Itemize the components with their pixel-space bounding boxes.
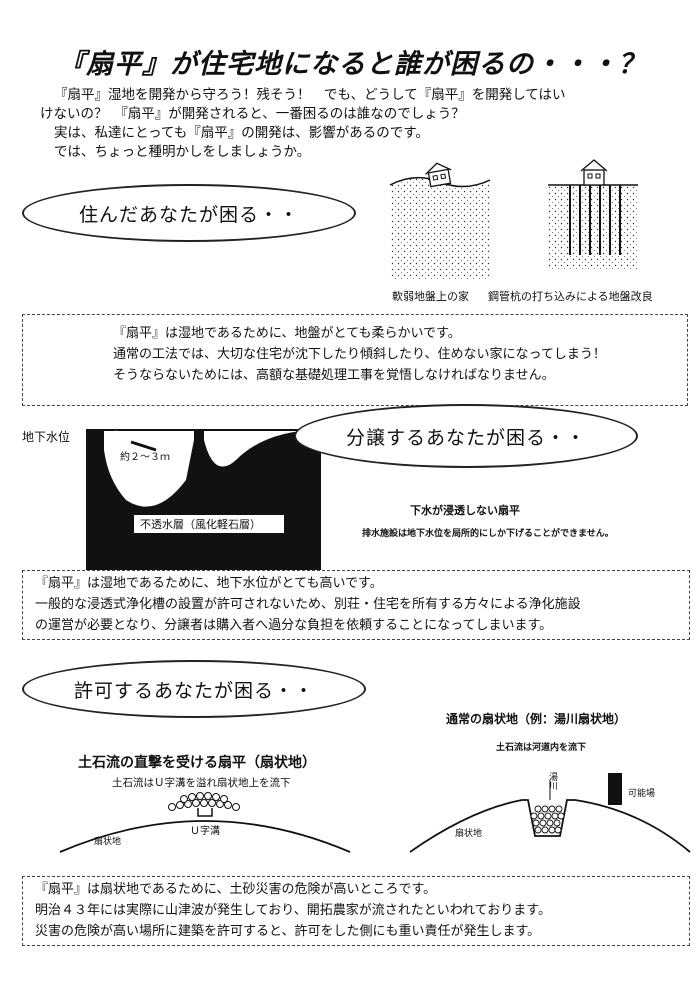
left-fan-subtitle: 土石流はＵ字溝を溢れ扇状地上を流下	[112, 777, 291, 789]
intro-paragraph: 『扇平』湿地を開発から守ろう！残そう！ でも、どうして『扇平』を開発してはい け…	[40, 86, 566, 162]
section2-heading: 分譲するあなたが困る・・	[294, 404, 638, 468]
section2-fig-subcaption: 排水施設は地下水位を局所的にしか下げることができません。	[362, 529, 614, 539]
right-house-label: 可能場	[628, 789, 656, 799]
section2-box-line: 一般的な浸透式浄化槽の設置が許可されないため、別荘・住宅を所有する方々による浄化…	[35, 597, 581, 612]
section2-box-line: の運営が必要となり、分譲者は購入者へ過分な負担を依頼することになってしまいます。	[35, 618, 553, 633]
section1-box-line: そうならないためには、高額な基礎処理工事を覚悟しなければなりません。	[113, 368, 555, 383]
yukawa-river-label: 湯川	[547, 772, 557, 790]
section3-textbox: 『扇平』は扇状地であるために、土砂災害の危険が高いところです。 明治４３年には実…	[22, 876, 690, 946]
section1-box-line: 『扇平』は湿地であるために、地盤がとても柔らかいです。	[113, 326, 461, 341]
soft-ground-caption: 軟弱地盤上の家	[392, 290, 469, 303]
intro-line: けないの？ 『扇平』が開発されると、一番困るのは誰なのでしょう？	[40, 106, 465, 122]
section3-box-line: 明治４３年には実際に山津波が発生しており、開拓農家が流されたといわれております。	[35, 903, 551, 918]
right-fan-title: 通常の扇状地（例：湯川扇状地）	[446, 712, 627, 726]
section3-box-line: 災害の危険が高い場所に建築を許可すると、許可をした側にも重い責任が発生します。	[35, 924, 541, 939]
steel-pile-caption: 鋼管杭の打ち込みによる地盤改良	[488, 290, 653, 303]
section1-textbox: 『扇平』は湿地であるために、地盤がとても柔らかいです。 通常の工法では、大切な住…	[22, 314, 688, 406]
intro-line: では、ちょっと種明かしをしましょうか。	[54, 144, 311, 160]
page-title: 『扇平』が住宅地になると誰が困るの・・・？	[58, 49, 646, 80]
section3-box-line: 『扇平』は扇状地であるために、土砂災害の危険が高いところです。	[35, 882, 437, 897]
left-fan-title: 土石流の直撃を受ける扇平（扇状地）	[78, 755, 316, 771]
section3-heading: 許可するあなたが困る・・	[22, 660, 366, 718]
groundwater-label: 地下水位	[22, 430, 71, 444]
steel-pile-figure	[548, 159, 638, 270]
intro-line: 実は、私達にとっても『扇平』の開発は、影響があるのです。	[54, 125, 429, 141]
section2-fig-caption: 下水が浸透しない扇平	[410, 504, 520, 517]
right-fan-label: 扇状地	[455, 829, 483, 839]
section2-textbox: 『扇平』は湿地であるために、地下水位がとても高いです。 一般的な浸透式浄化槽の設…	[22, 570, 690, 640]
groundwater-figure	[86, 429, 321, 570]
normal-fan-figure	[409, 773, 691, 853]
debris-flow-fan-figure	[59, 792, 351, 853]
soft-ground-figure	[389, 162, 491, 280]
depth-label: 約２～３ｍ	[120, 452, 170, 463]
section1-box-line: 通常の工法では、大切な住宅が沈下したり傾斜したり、住めない家になってしまう！	[113, 347, 606, 362]
intro-line: 『扇平』湿地を開発から守ろう！残そう！ でも、どうして『扇平』を開発してはい	[54, 87, 566, 103]
u-ditch-label: Ｕ字溝	[190, 826, 220, 837]
section2-box-line: 『扇平』は湿地であるために、地下水位がとても高いです。	[35, 576, 383, 591]
left-fan-label: 扇状地	[94, 837, 122, 847]
impermeable-layer-label: 不透水層（風化軽石層）	[140, 518, 261, 531]
section1-heading: 住んだあなたが困る・・	[22, 184, 356, 242]
right-fan-subtitle: 土石流は河道内を流下	[496, 743, 587, 753]
